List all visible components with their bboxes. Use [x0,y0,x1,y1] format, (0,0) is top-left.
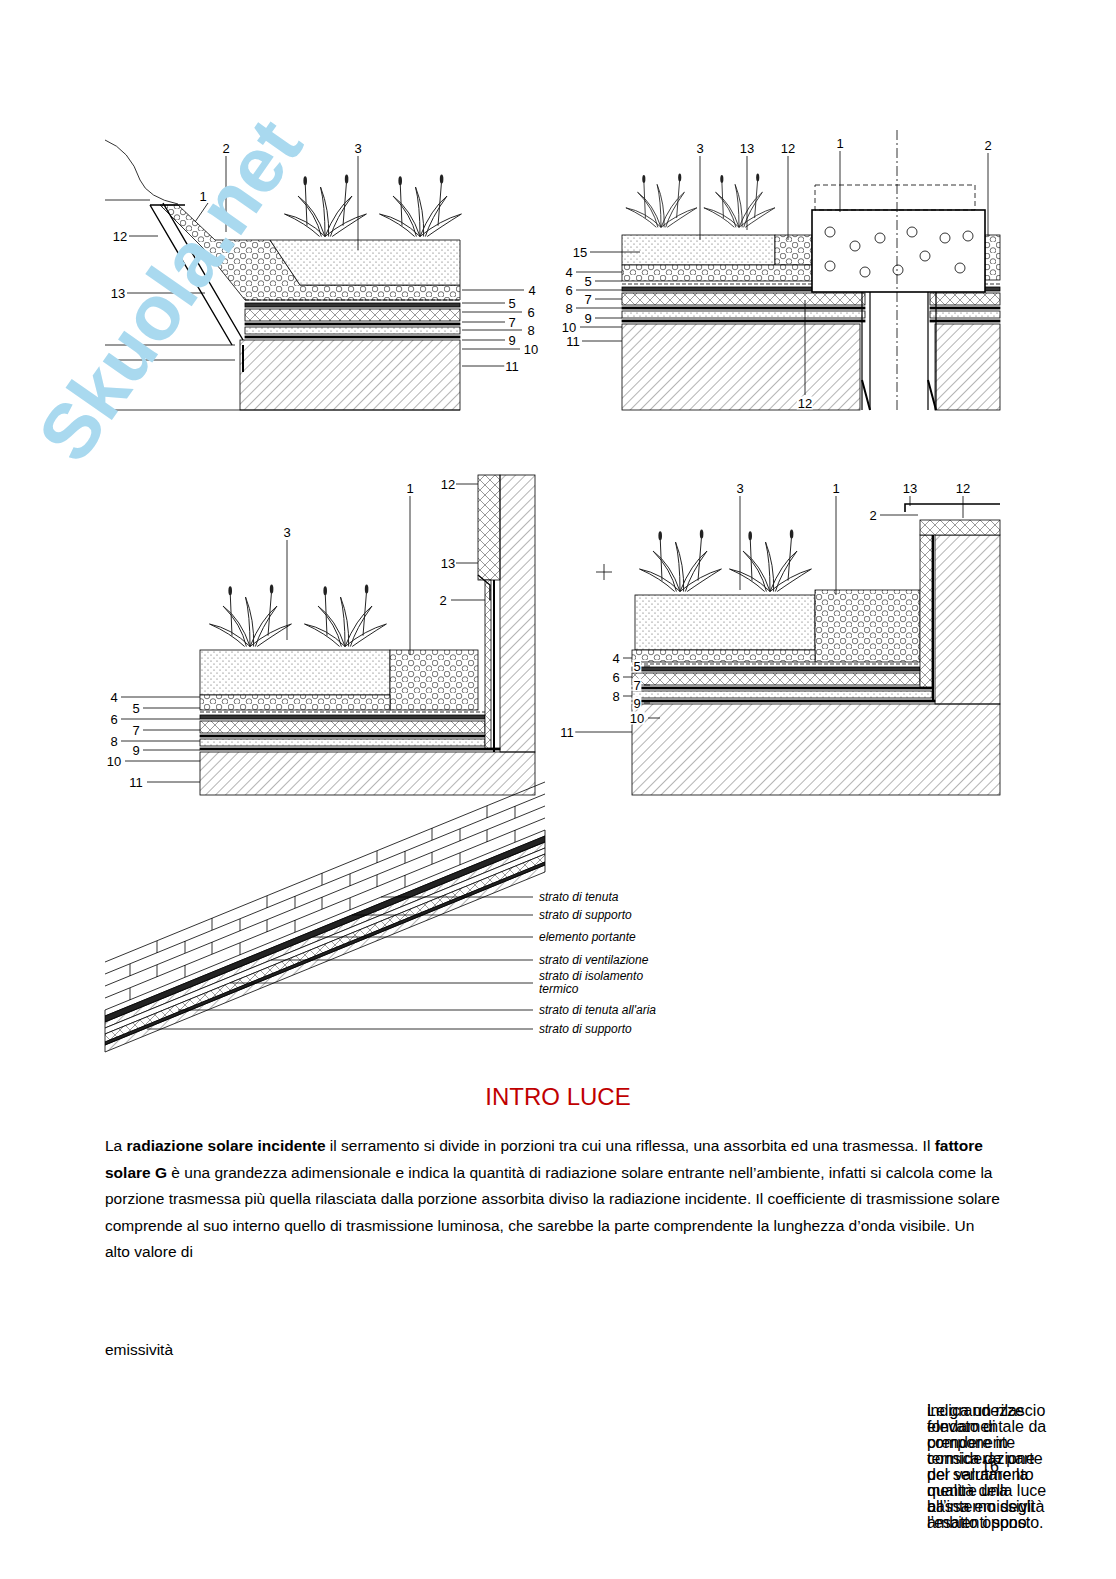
callout-number: 2 [221,142,230,155]
paragraph-text: La [105,1137,127,1154]
page-number: 16 [981,1459,999,1475]
callout-number: 12 [780,142,796,155]
callout-number: 4 [611,652,620,665]
callout-number: 5 [131,702,140,715]
layer-label: strato di tenuta [537,891,620,904]
callout-number: 15 [572,246,588,259]
paragraph-text: è una grandezza adimensionale e indica l… [105,1164,1000,1261]
section-heading: INTRO LUCE [0,1081,1116,1113]
layer-label: elemento portante [537,931,638,944]
callout-number: 13 [440,557,456,570]
callout-number: 3 [735,482,744,495]
callout-number: 1 [831,482,840,495]
callout-number: 10 [523,343,539,356]
layer-label: strato di supporto [537,909,634,922]
body-paragraph: emissività [105,1337,1000,1364]
callout-number: 12 [955,482,971,495]
callout-number: 6 [526,306,535,319]
callout-number: 2 [983,139,992,152]
callout-number: 7 [131,724,140,737]
callout-number: 8 [526,324,535,337]
callout-number: 7 [507,316,516,329]
layer-label: strato di supporto [537,1023,634,1036]
callout-number: 10 [561,321,577,334]
callout-number: 2 [868,509,877,522]
callout-number: 1 [405,482,414,495]
callout-number: 12 [797,397,813,410]
callout-number: 8 [109,735,118,748]
callout-number: 2 [438,594,447,607]
callout-number: 4 [109,691,118,704]
callout-number: 9 [583,312,592,325]
callout-number: 13 [110,287,126,300]
callout-number: 1 [198,190,207,203]
callout-number: 12 [112,230,128,243]
callout-number: 9 [632,697,641,710]
callout-number: 9 [131,744,140,757]
layer-label: strato di isolamento termico [537,970,659,995]
bold-term: radiazione solare incidente [127,1137,326,1154]
callout-number: 4 [527,284,536,297]
callout-number: 13 [739,142,755,155]
callout-number: 11 [504,360,520,373]
paragraph-text: emissività [105,1341,173,1358]
callout-number: 8 [611,690,620,703]
paragraph-text: il serramento si divide in porzioni tra … [326,1137,935,1154]
callout-number: 5 [507,297,516,310]
layer-label: strato di tenuta all'aria [537,1004,658,1017]
callout-number: 3 [353,142,362,155]
callout-number: 7 [632,679,641,692]
callout-number: 3 [695,142,704,155]
layer-label: strato di ventilazione [537,954,650,967]
callout-number: 10 [106,755,122,768]
callout-number: 13 [902,482,918,495]
callout-number: 6 [564,284,573,297]
callout-number: 7 [583,293,592,306]
callout-number: 11 [565,335,581,348]
callout-number: 11 [559,726,575,739]
callout-number: 12 [440,478,456,491]
callout-number: 3 [282,526,291,539]
callout-number: 6 [611,671,620,684]
callout-number: 5 [632,660,641,673]
callout-number: 6 [109,713,118,726]
callout-number: 8 [564,302,573,315]
callout-number: 11 [128,776,144,789]
callout-number: 1 [835,137,844,150]
callout-number: 4 [564,266,573,279]
callout-number: 10 [629,712,645,725]
callout-number: 9 [507,334,516,347]
body-paragraph: La radiazione solare incidente il serram… [105,1133,1000,1266]
callout-number: 5 [583,275,592,288]
